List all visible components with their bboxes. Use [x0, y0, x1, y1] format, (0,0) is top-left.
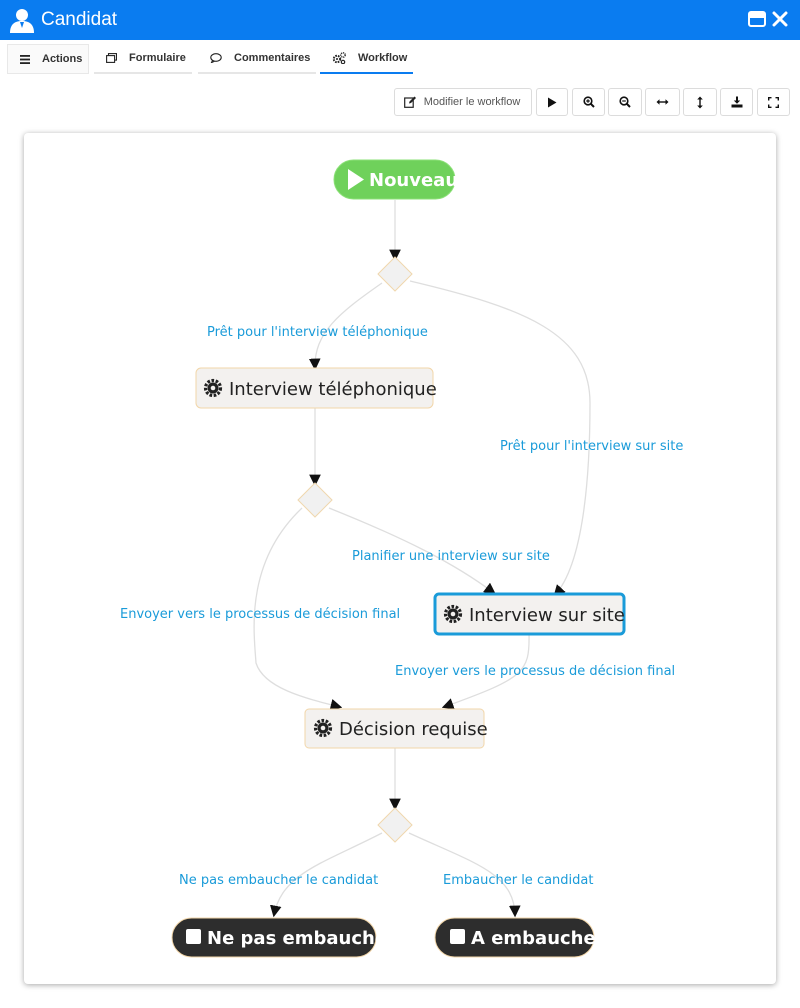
fit-width-button[interactable]: [645, 88, 680, 116]
tab-actions[interactable]: Actions: [7, 44, 89, 74]
run-button[interactable]: [536, 88, 568, 116]
user-icon: [10, 9, 34, 33]
edge-gateway3-reject: [270, 832, 383, 918]
download-button[interactable]: [720, 88, 753, 116]
edge-label-to-phone: Prêt pour l'interview téléphonique: [207, 325, 428, 340]
edit-workflow-label: Modifier le workflow: [423, 96, 521, 108]
window-title: Candidat: [41, 9, 118, 30]
start-node-label: Nouveau: [369, 170, 458, 191]
onsite-interview-label: Interview sur site: [469, 605, 625, 626]
terminal-hire[interactable]: A embaucher: [434, 917, 605, 958]
fit-height-icon: [697, 96, 703, 108]
edit-icon: [403, 96, 416, 108]
tab-commentaires[interactable]: Commentaires: [198, 44, 316, 74]
fullscreen-button[interactable]: [757, 88, 790, 116]
edge-gateway2-decision: [253, 507, 343, 711]
hire-label: A embaucher: [471, 928, 605, 949]
gateway-initial: [377, 256, 413, 292]
comment-icon: [210, 53, 222, 63]
workflow-diagram: Prêt pour l'interview téléphonique Prêt …: [120, 159, 683, 958]
terminal-reject[interactable]: Ne pas embaucher: [171, 917, 396, 958]
fit-height-button[interactable]: [683, 88, 717, 116]
gateway-after-decision: [377, 807, 413, 843]
tab-commentaires-label: Commentaires: [234, 52, 311, 64]
hire-square-icon: [450, 929, 465, 944]
start-node[interactable]: Nouveau: [333, 159, 458, 200]
menu-icon: [20, 54, 30, 64]
edge-label-phone-to-onsite: Planifier une interview sur site: [352, 549, 550, 564]
form-icon: [106, 53, 117, 63]
cogs-icon: [332, 52, 346, 64]
edge-label-to-hire: Embaucher le candidat: [443, 873, 593, 888]
node-onsite-interview[interactable]: Interview sur site: [433, 592, 626, 636]
phone-interview-label: Interview téléphonique: [229, 379, 437, 400]
close-icon[interactable]: [772, 11, 788, 27]
zoom-in-icon: [582, 96, 595, 108]
tab-workflow[interactable]: Workflow: [320, 44, 413, 74]
edge-label-to-reject: Ne pas embaucher le candidat: [179, 873, 378, 888]
zoom-out-button[interactable]: [608, 88, 642, 116]
phone-gear-icon: [203, 378, 223, 398]
fullscreen-icon: [768, 96, 779, 108]
tab-formulaire-label: Formulaire: [129, 52, 186, 64]
edge-label-to-onsite: Prêt pour l'interview sur site: [500, 439, 683, 454]
tab-formulaire[interactable]: Formulaire: [94, 44, 192, 74]
zoom-in-button[interactable]: [572, 88, 605, 116]
decision-label: Décision requise: [339, 719, 488, 740]
edge-gateway3-hire: [408, 832, 521, 918]
tab-workflow-label: Workflow: [358, 52, 408, 64]
onsite-gear-icon: [443, 604, 463, 624]
reject-square-icon: [186, 929, 201, 944]
node-phone-interview[interactable]: Interview téléphonique: [195, 367, 437, 409]
edge-label-phone-to-decision: Envoyer vers le processus de décision fi…: [120, 607, 400, 622]
edit-workflow-button[interactable]: Modifier le workflow: [394, 88, 532, 116]
restore-icon[interactable]: [748, 11, 766, 27]
edge-label-onsite-to-decision: Envoyer vers le processus de décision fi…: [395, 664, 675, 679]
edge-gateway1-phone: [308, 282, 383, 371]
edge-gateway1-onsite: [409, 280, 591, 597]
download-icon: [731, 96, 742, 108]
reject-label: Ne pas embaucher: [207, 928, 396, 949]
edge-onsite-decision: [441, 632, 530, 710]
play-icon: [548, 97, 557, 107]
node-decision[interactable]: Décision requise: [304, 708, 488, 749]
decision-gear-icon: [313, 718, 333, 738]
edge-gateway2-onsite: [328, 507, 496, 595]
fit-width-icon: [656, 99, 669, 105]
zoom-out-icon: [619, 96, 631, 108]
window-titlebar: Candidat: [0, 0, 800, 40]
tab-actions-label: Actions: [42, 53, 83, 65]
start-play-icon: [348, 169, 364, 190]
gateway-after-phone: [297, 482, 333, 518]
workflow-canvas[interactable]: Prêt pour l'interview téléphonique Prêt …: [24, 133, 776, 984]
tab-bar: Actions Formulaire Commentaires Workflow: [0, 40, 800, 78]
